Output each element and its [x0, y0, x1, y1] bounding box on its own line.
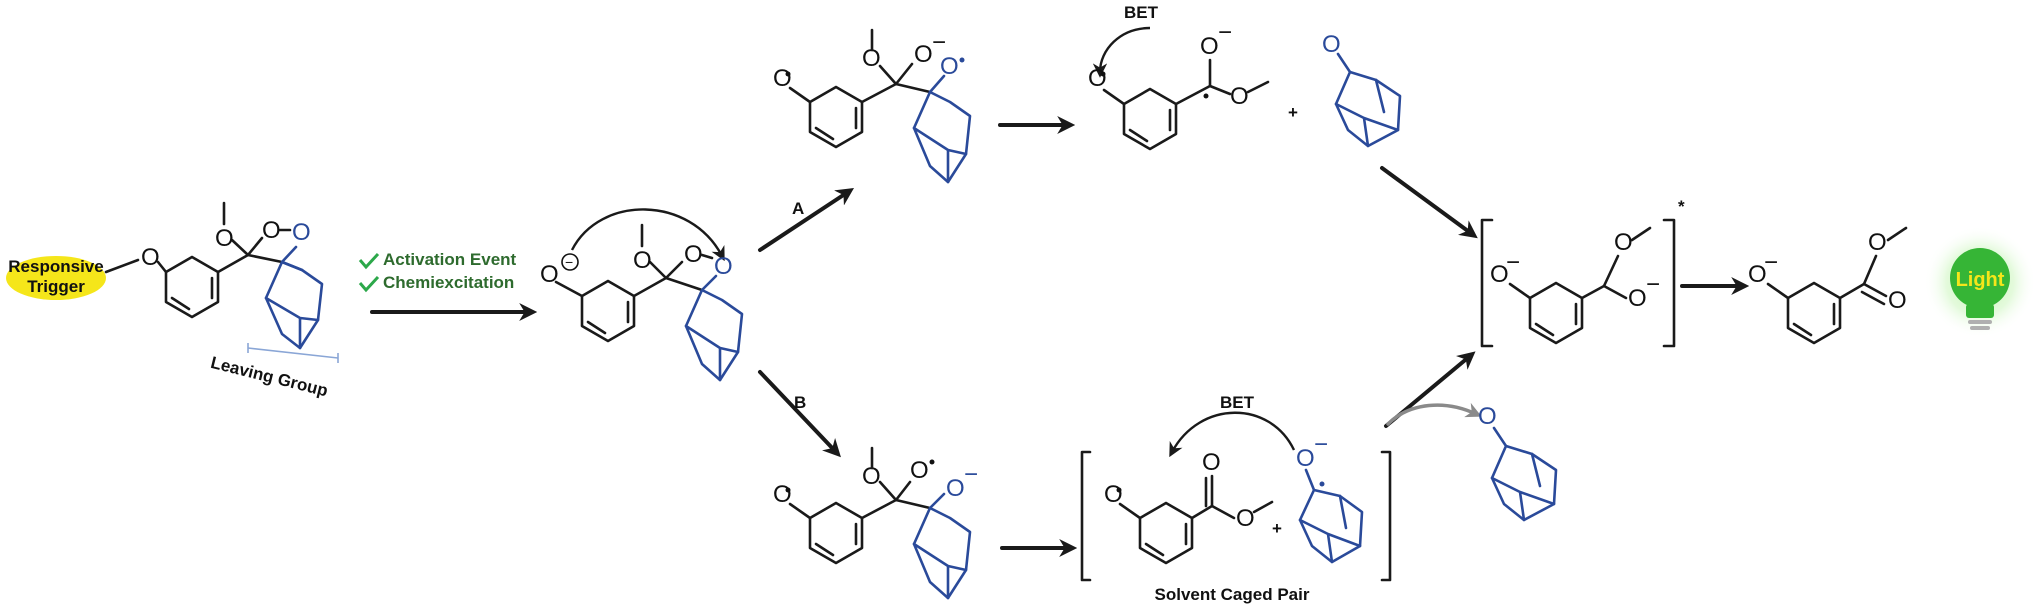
phenolate-oxygen: O — [1748, 261, 1767, 288]
peroxide-oxygen: O — [684, 241, 703, 268]
bet-label-bottom: BET — [1220, 393, 1255, 412]
side-release-arrow — [1386, 402, 1482, 426]
bottom-diradical-intermediate: O O O O − — [773, 446, 978, 600]
methoxy-oxygen: O — [1614, 229, 1633, 256]
plus-sign: + — [1288, 103, 1298, 122]
pathway-a-label: A — [792, 199, 804, 218]
peroxide-oxygen: O — [262, 217, 281, 244]
anion-charge: − — [932, 29, 946, 56]
bet-curve-top — [1092, 26, 1151, 78]
top-to-excited-arrow — [1380, 166, 1478, 239]
responsive-trigger-badge — [6, 256, 106, 300]
anion-charge: − — [1218, 19, 1232, 46]
bet-curve-bottom — [1169, 411, 1296, 458]
methoxy-oxygen: O — [633, 247, 652, 274]
pathway-b-arrow — [758, 370, 841, 458]
ester-oxygen: O — [1868, 229, 1887, 256]
plus-sign: + — [1272, 519, 1282, 538]
phenoxy-oxygen: O — [1088, 65, 1107, 92]
chemiexcitation-label: Chemiexcitation — [383, 273, 514, 292]
light-label: Light — [1956, 269, 2005, 291]
anion-charge: − — [1314, 431, 1328, 458]
methoxy-oxygen: O — [862, 45, 881, 72]
anion-charge: − — [1646, 271, 1660, 298]
phenol-oxygen: O — [141, 244, 160, 271]
solvent-caged-pair: BET O O O + O − Solvent Caged Pair — [1080, 393, 1392, 604]
leaving-group-label: Leaving Group — [209, 353, 330, 400]
alkoxide-oxygen: O — [1628, 285, 1647, 312]
check-icon — [358, 252, 380, 270]
trigger-label-line2: Trigger — [27, 277, 85, 296]
alkoxide-oxygen-blue: O — [1296, 445, 1315, 472]
top-cleavage-products: BET O O − O + O — [1088, 3, 1402, 151]
negative-charge: − — [565, 254, 573, 270]
top-diradical-intermediate: O O O − O — [773, 28, 972, 184]
light-bulb-icon: Light — [1924, 226, 2036, 338]
trigger-label-line1: Responsive — [8, 257, 103, 276]
solvent-caged-pair-label: Solvent Caged Pair — [1155, 585, 1310, 604]
methoxy-oxygen: O — [1230, 83, 1249, 110]
ester-oxygen: O — [1236, 505, 1255, 532]
anion-charge: − — [1506, 249, 1520, 276]
ketone-oxygen: O — [1478, 403, 1497, 430]
excited-state-intermediate: * O − O O − — [1480, 197, 1685, 348]
peroxide-oxygen-blue: O — [292, 219, 311, 246]
alkoxide-oxygen: O — [1200, 33, 1219, 60]
electron-transfer-curve — [570, 208, 725, 262]
phenolate-dioxetane: O − O O O — [540, 208, 744, 382]
oxygen-radical: O — [910, 457, 929, 484]
anion-charge: − — [1764, 249, 1778, 276]
methoxy-oxygen: O — [862, 463, 881, 490]
phenolate-oxygen: O — [1490, 261, 1509, 288]
peroxide-oxygen-blue: O — [714, 253, 733, 280]
alkoxide-oxygen-blue: O — [946, 475, 965, 502]
pathway-a-arrow — [758, 188, 855, 252]
ketone-oxygen: O — [1322, 31, 1341, 58]
activation-checklist: Activation Event Chemiexcitation — [358, 250, 517, 293]
bet-label-top: BET — [1124, 3, 1159, 22]
check-icon — [358, 275, 380, 293]
excited-state-marker: * — [1678, 197, 1685, 216]
oxygen-radical-blue: O — [940, 53, 959, 80]
oxygen-radical: O — [914, 41, 933, 68]
pathway-b-label: B — [794, 393, 806, 412]
phenolate-oxygen: O — [540, 261, 559, 288]
released-adamantanone: O — [1478, 403, 1558, 522]
activation-event-label: Activation Event — [383, 250, 517, 269]
anion-charge: − — [964, 461, 978, 488]
carbonyl-oxygen: O — [1202, 449, 1221, 476]
methoxy-oxygen: O — [215, 225, 234, 252]
carbonyl-oxygen: O — [1888, 287, 1907, 314]
benzoate-product: O − O O — [1748, 226, 1908, 345]
dioxetane-substrate: Responsive Trigger O O O O Leaving Group — [6, 201, 339, 400]
